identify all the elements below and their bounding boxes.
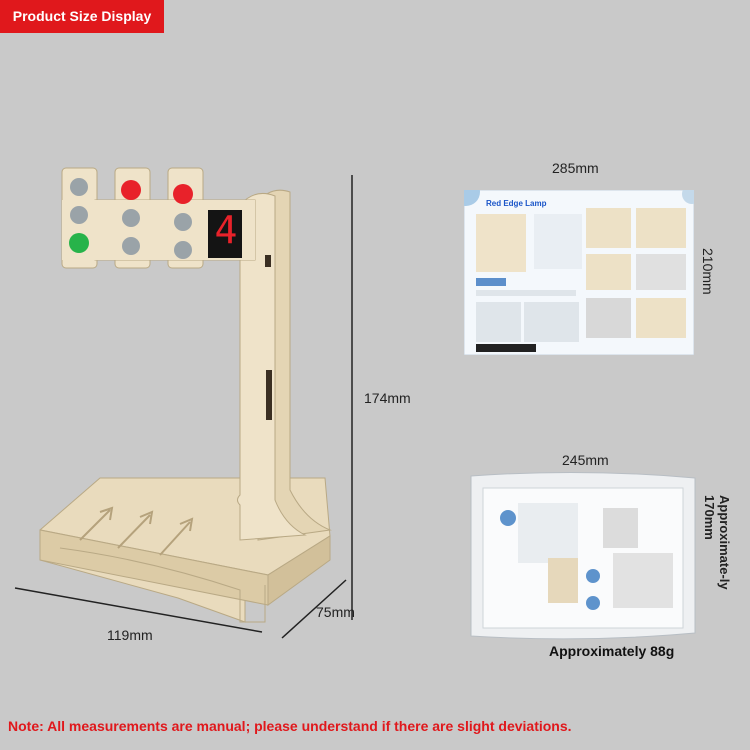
instruction-card: Red Edge Lamp <box>464 190 694 355</box>
title-badge: Product Size Display <box>0 0 164 33</box>
model-pole <box>237 189 332 541</box>
height-label: 174mm <box>364 390 411 406</box>
model-arm <box>61 167 256 269</box>
bag-width-label: 245mm <box>562 452 609 468</box>
width-label: 119mm <box>107 627 153 643</box>
card-title: Red Edge Lamp <box>486 199 547 208</box>
packaged-bag <box>470 471 696 640</box>
card-height-label: 210mm <box>700 248 716 295</box>
card-width-label: 285mm <box>552 160 599 176</box>
seven-segment-digit: 4 <box>214 208 238 252</box>
measurement-note: Note: All measurements are manual; pleas… <box>8 718 572 734</box>
weight-label: Approximately 88g <box>549 643 675 659</box>
depth-label: 75mm <box>316 604 355 620</box>
bag-height-label: Approximate-ly 170mm <box>702 495 732 590</box>
